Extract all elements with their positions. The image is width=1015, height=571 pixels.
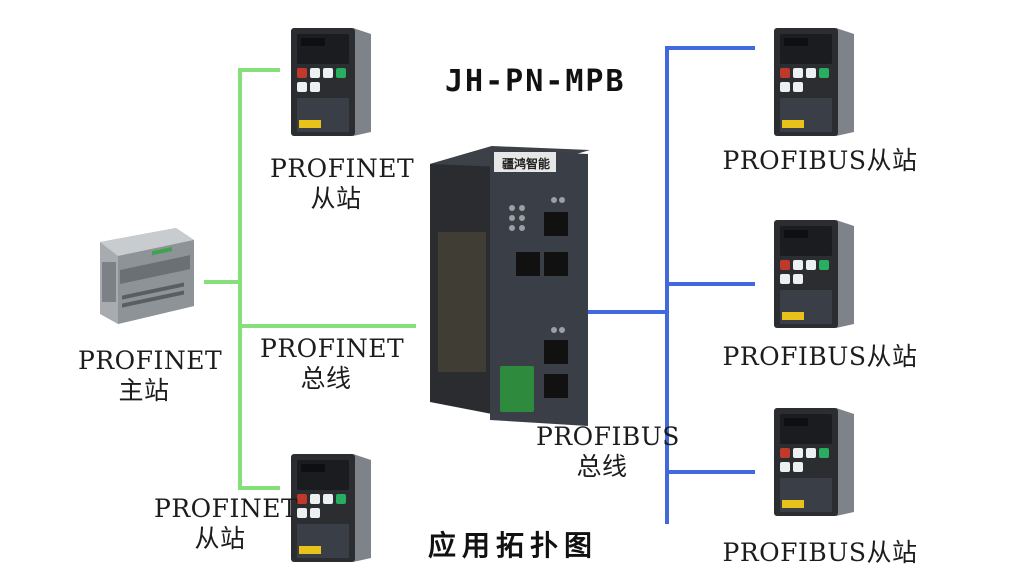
- profibus-branch-1: [665, 46, 755, 50]
- pb-bus-line1: PROFIBUS: [536, 422, 680, 451]
- profinet-branch-gateway: [238, 324, 416, 328]
- pn-slave-top-label: PROFINET 从站: [270, 154, 415, 214]
- pb-bus-label: PROFIBUS 总线: [536, 422, 680, 482]
- gateway-brand-label: 疆鸿智能: [501, 157, 550, 171]
- profinet-slave-inverter-top: [291, 28, 371, 136]
- profinet-branch-top: [238, 68, 280, 72]
- pn-master-label: PROFINET 主站: [78, 346, 223, 406]
- pn-slave-bottom-line2: 从站: [194, 524, 246, 553]
- profibus-branch-gateway: [584, 310, 668, 314]
- pn-bus-line2: 总线: [300, 364, 352, 393]
- pn-bus-line1: PROFINET: [260, 334, 405, 363]
- profibus-branch-2: [665, 282, 755, 286]
- profibus-slave-inverter-2: [774, 220, 854, 328]
- diagram-caption: 应用拓扑图: [428, 529, 599, 562]
- profinet-branch-bottom: [238, 486, 280, 490]
- pn-master-line1: PROFINET: [78, 346, 223, 375]
- gateway-device: [430, 146, 590, 426]
- pn-slave-top-line1: PROFINET: [270, 154, 415, 183]
- profibus-branch-3: [665, 470, 755, 474]
- pb-slave-2-label: PROFIBUS从站: [722, 342, 918, 371]
- profinet-branch-master: [204, 280, 242, 284]
- profibus-slave-inverter-1: [774, 28, 854, 136]
- pb-slave-1-label: PROFIBUS从站: [722, 146, 918, 175]
- pn-bus-label: PROFINET 总线: [260, 334, 405, 394]
- profibus-slave-inverter-3: [774, 408, 854, 516]
- pb-bus-line2: 总线: [576, 452, 628, 481]
- profinet-bus-vertical: [238, 68, 242, 488]
- plc-master-device: [100, 228, 194, 324]
- pn-slave-bottom-label: PROFINET 从站: [154, 494, 299, 554]
- profinet-slave-inverter-bottom: [291, 454, 371, 562]
- pn-master-line2: 主站: [118, 376, 170, 405]
- pn-slave-top-line2: 从站: [310, 184, 362, 213]
- pn-slave-bottom-line1: PROFINET: [154, 494, 299, 523]
- pb-slave-3-label: PROFIBUS从站: [722, 538, 918, 567]
- diagram-title: JH-PN-MPB: [445, 64, 626, 99]
